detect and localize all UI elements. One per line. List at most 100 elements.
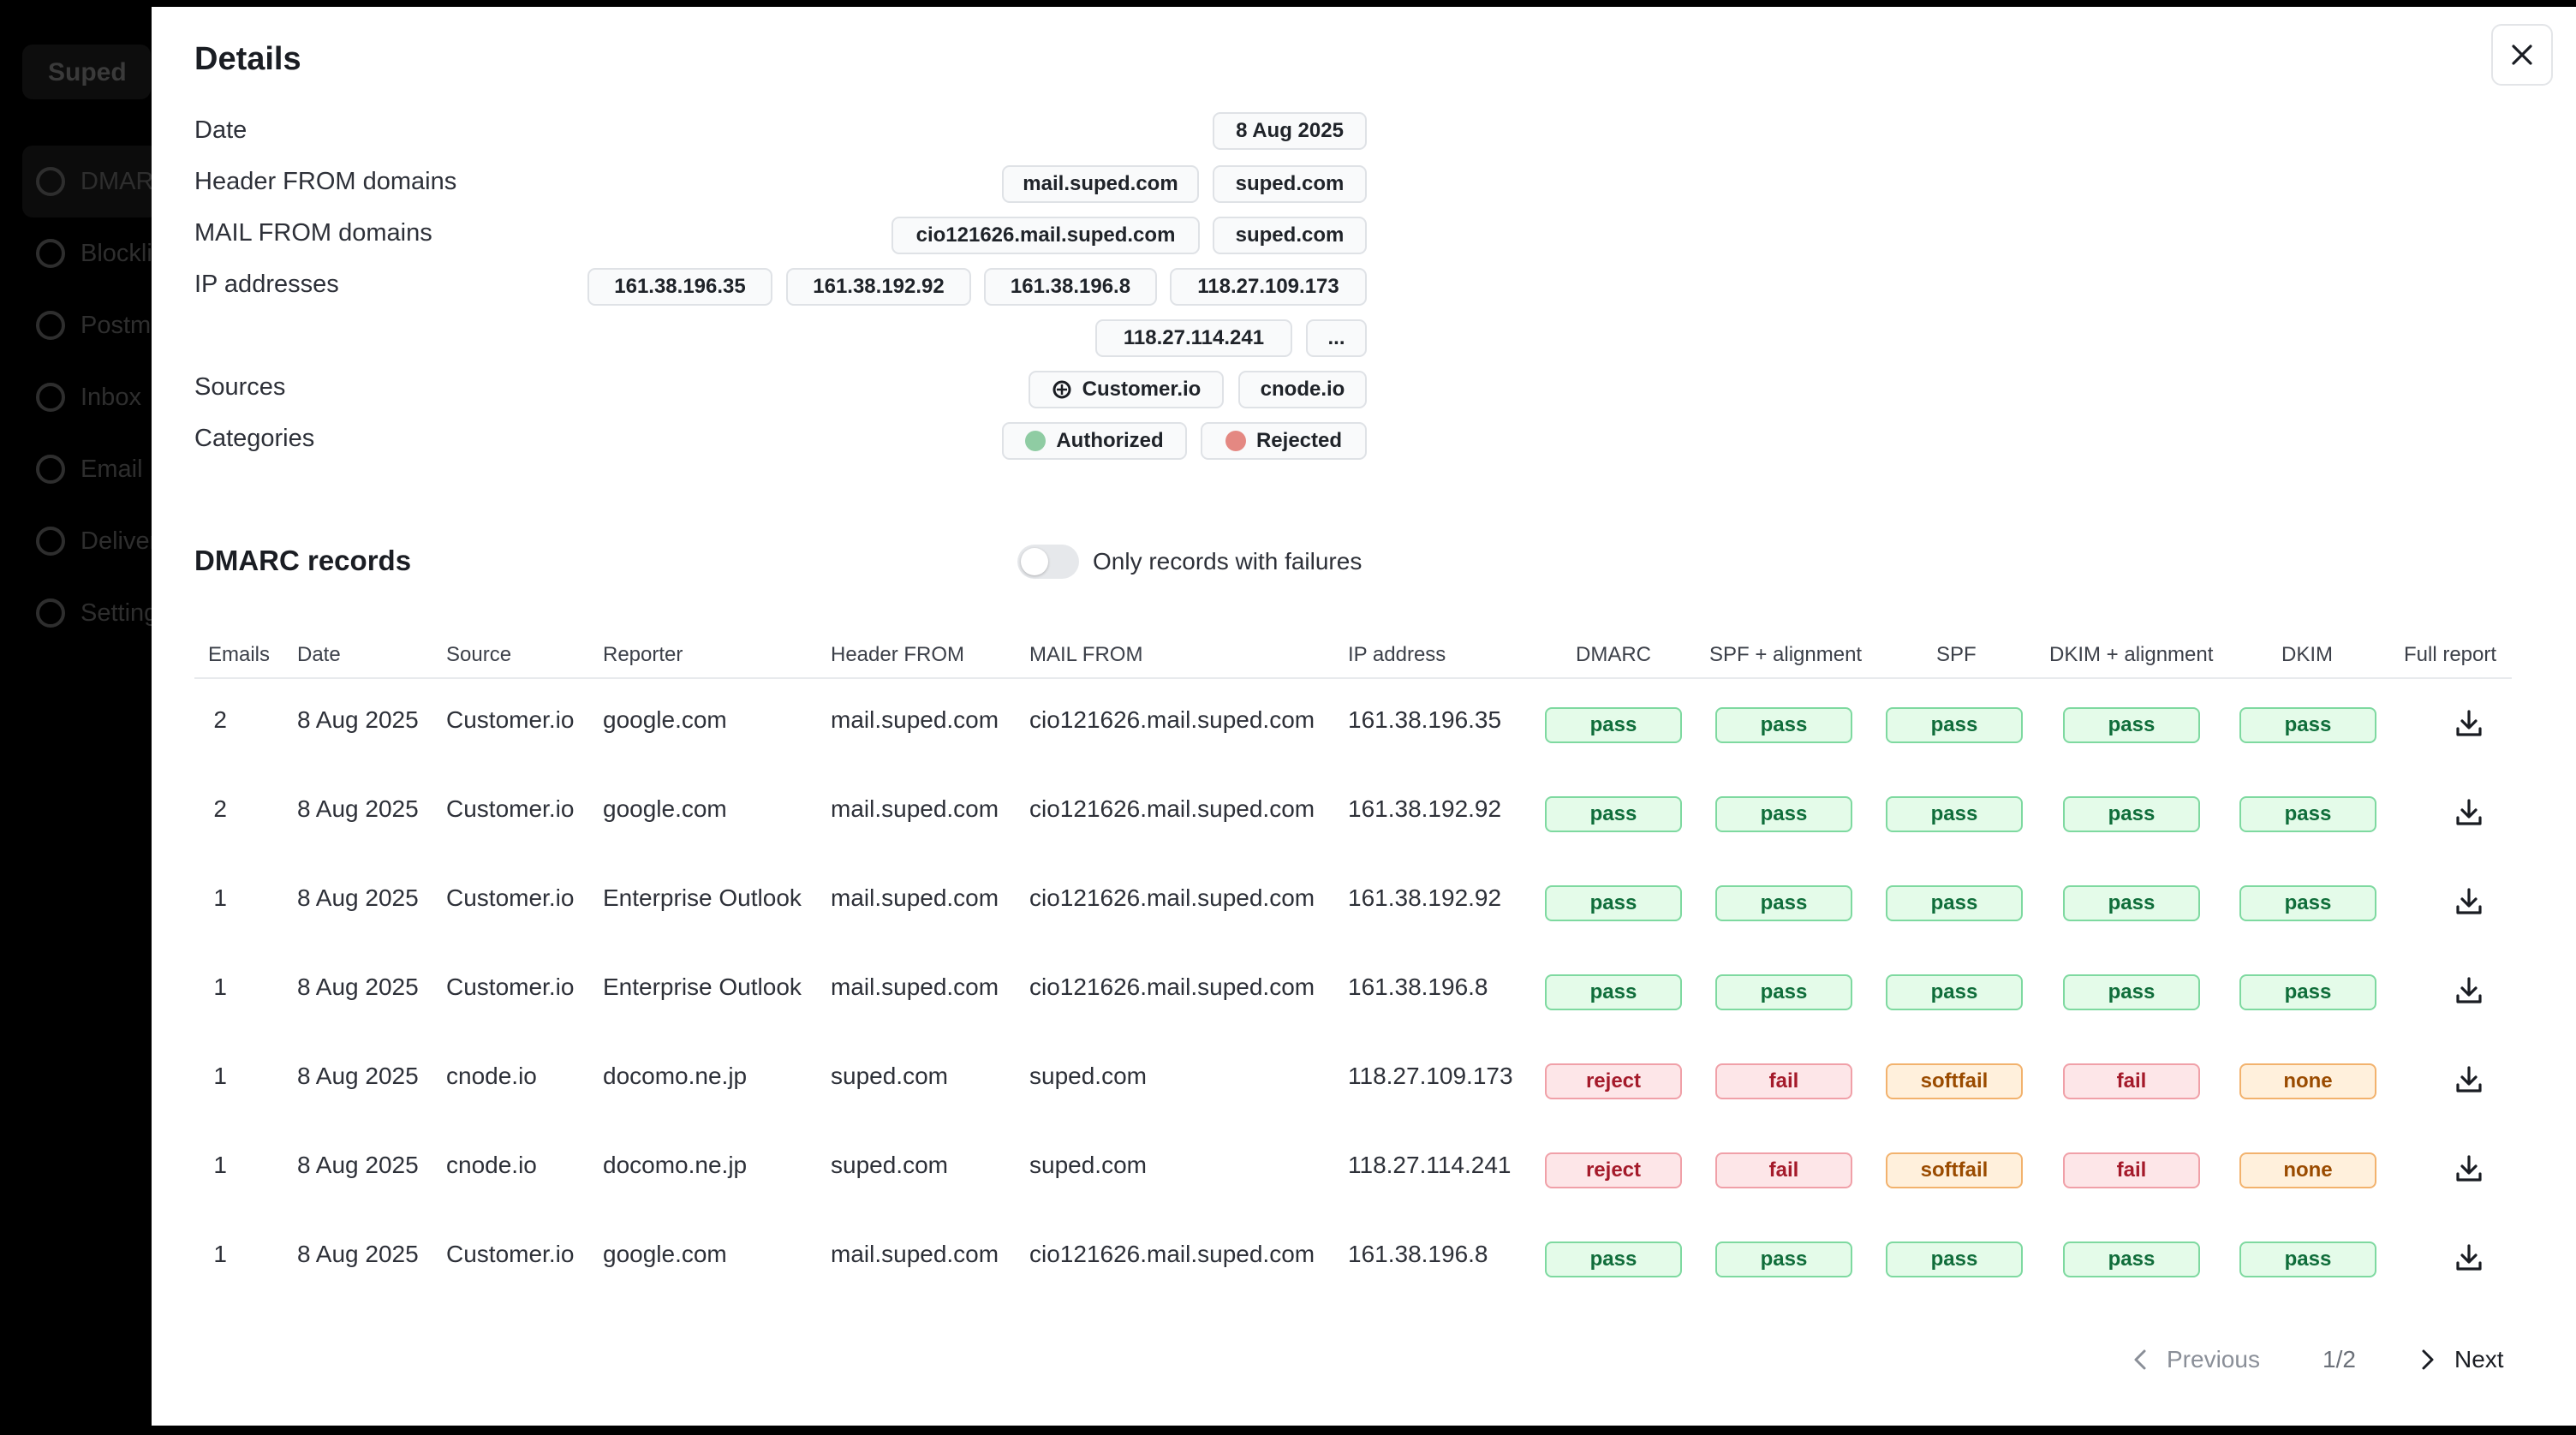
download-report-button[interactable] <box>2450 1239 2488 1277</box>
column-header-reporter[interactable]: Reporter <box>603 643 683 666</box>
records-table-header: Emails Date Source Reporter Header FROM … <box>194 636 2512 679</box>
rejected-dot <box>1225 431 1246 451</box>
chevron-left-icon <box>2134 1349 2146 1370</box>
spf-badge: softfail <box>1886 1063 2023 1099</box>
cell-reporter: Enterprise Outlook <box>603 974 802 1000</box>
google-icon <box>36 311 65 340</box>
block-icon <box>36 239 65 268</box>
cell-date: 8 Aug 2025 <box>297 884 419 911</box>
bg-nav-item-settings: Settings <box>22 577 170 649</box>
page-indicator: 1/2 <box>2323 1346 2356 1372</box>
dmarc-badge: pass <box>1545 1241 1682 1277</box>
bg-nav-item-inbox: Inbox <box>22 361 159 433</box>
column-header-date[interactable]: Date <box>297 643 341 666</box>
column-header-header-from[interactable]: Header FROM <box>831 643 965 666</box>
bg-nav-item-email: Email <box>22 433 159 505</box>
download-report-button[interactable] <box>2450 972 2488 1009</box>
cell-emails: 1 <box>213 884 227 911</box>
categories-label: Categories <box>194 425 315 452</box>
mail-icon <box>36 455 65 484</box>
dmarc-badge: pass <box>1545 707 1682 743</box>
category-chip-authorized: Authorized <box>1002 422 1187 460</box>
column-header-ip-address[interactable]: IP address <box>1348 643 1446 666</box>
dkim-badge: pass <box>2239 974 2376 1010</box>
spf-alignment-badge: pass <box>1715 974 1852 1010</box>
cell-ip-address: 161.38.192.92 <box>1348 795 1502 822</box>
download-icon <box>2456 1155 2482 1182</box>
dkim-badge: none <box>2239 1063 2376 1099</box>
spf-alignment-badge: fail <box>1715 1152 1852 1188</box>
dkim-alignment-badge: pass <box>2063 1241 2200 1277</box>
dkim-alignment-badge: pass <box>2063 974 2200 1010</box>
dkim-badge: pass <box>2239 796 2376 832</box>
cell-emails: 1 <box>213 1241 227 1267</box>
close-button[interactable] <box>2491 24 2553 86</box>
header-from-chip: mail.suped.com <box>1002 165 1199 203</box>
column-header-spf[interactable]: SPF <box>1936 643 1977 666</box>
spf-badge: pass <box>1886 885 2023 921</box>
cell-header-from: suped.com <box>831 1152 948 1178</box>
category-chip-rejected: Rejected <box>1201 422 1367 460</box>
dkim-badge: pass <box>2239 707 2376 743</box>
cell-header-from: mail.suped.com <box>831 706 999 733</box>
cell-ip-address: 161.38.196.35 <box>1348 706 1502 733</box>
cell-mail-from: suped.com <box>1029 1152 1147 1178</box>
dmarc-records-title: DMARC records <box>194 545 412 576</box>
column-header-source[interactable]: Source <box>446 643 512 666</box>
spf-badge: pass <box>1886 1241 2023 1277</box>
more-ips-button[interactable]: ... <box>1306 319 1367 357</box>
cell-ip-address: 161.38.192.92 <box>1348 884 1502 911</box>
cell-date: 8 Aug 2025 <box>297 974 419 1000</box>
spf-badge: pass <box>1886 707 2023 743</box>
failures-toggle[interactable] <box>1017 545 1079 579</box>
dmarc-badge: reject <box>1545 1152 1682 1188</box>
cell-mail-from: cio121626.mail.suped.com <box>1029 795 1315 822</box>
previous-button[interactable]: Previous <box>2132 1346 2260 1373</box>
mail-from-chip: suped.com <box>1213 217 1367 254</box>
cell-reporter: docomo.ne.jp <box>603 1152 748 1178</box>
failures-toggle-label[interactable]: Only records with failures <box>1093 548 1363 575</box>
column-header-mail-from[interactable]: MAIL FROM <box>1029 643 1143 666</box>
cell-ip-address: 161.38.196.8 <box>1348 974 1488 1000</box>
column-header-spf-alignment[interactable]: SPF + alignment <box>1709 643 1863 666</box>
cell-emails: 1 <box>213 1063 227 1089</box>
download-report-button[interactable] <box>2450 794 2488 831</box>
download-icon <box>2456 710 2482 736</box>
download-report-button[interactable] <box>2450 1061 2488 1099</box>
dkim-badge: pass <box>2239 1241 2376 1277</box>
column-header-dkim-alignment[interactable]: DKIM + alignment <box>2049 643 2214 666</box>
mail-check-icon <box>36 527 65 556</box>
cell-date: 8 Aug 2025 <box>297 795 419 822</box>
column-header-emails[interactable]: Emails <box>208 643 271 666</box>
modal-title: Details <box>194 41 301 77</box>
cell-emails: 1 <box>213 974 227 1000</box>
authorized-dot <box>1025 431 1046 451</box>
mail-from-label: MAIL FROM domains <box>194 219 432 247</box>
column-header-dkim[interactable]: DKIM <box>2281 643 2333 666</box>
download-icon <box>2456 888 2482 914</box>
cell-mail-from: cio121626.mail.suped.com <box>1029 1241 1315 1267</box>
cell-date: 8 Aug 2025 <box>297 1241 419 1267</box>
download-report-button[interactable] <box>2450 1150 2488 1188</box>
download-report-button[interactable] <box>2450 705 2488 742</box>
cell-date: 8 Aug 2025 <box>297 1063 419 1089</box>
dkim-alignment-badge: pass <box>2063 707 2200 743</box>
download-report-button[interactable] <box>2450 883 2488 920</box>
dkim-alignment-badge: fail <box>2063 1063 2200 1099</box>
column-header-dmarc[interactable]: DMARC <box>1576 643 1651 666</box>
ip-chip: 161.38.196.8 <box>984 268 1157 306</box>
cell-header-from: mail.suped.com <box>831 884 999 911</box>
cell-source: Customer.io <box>446 795 575 822</box>
download-icon <box>2456 1244 2482 1271</box>
chevron-right-icon <box>2422 1349 2434 1370</box>
next-button[interactable]: Next <box>2420 1346 2504 1373</box>
bg-nav-item-dmarc: DMARC <box>22 146 171 217</box>
ip-addresses-label: IP addresses <box>194 271 339 298</box>
app-logo: Suped <box>22 45 151 99</box>
cell-mail-from: cio121626.mail.suped.com <box>1029 974 1315 1000</box>
date-chip: 8 Aug 2025 <box>1213 112 1367 150</box>
cell-date: 8 Aug 2025 <box>297 706 419 733</box>
